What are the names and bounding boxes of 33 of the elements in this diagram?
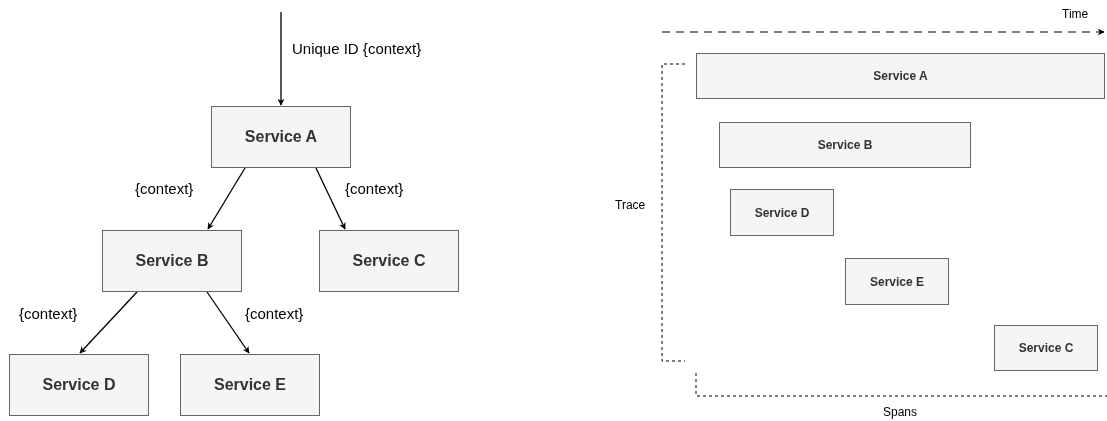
edge-label: {context} — [245, 305, 304, 322]
arrow — [79, 291, 138, 354]
arrow — [206, 291, 250, 354]
service-name: Service A — [873, 69, 928, 83]
service-box — [211, 106, 351, 168]
service-box — [319, 230, 459, 292]
edge-label: Unique ID {context} — [292, 40, 422, 57]
arrow — [315, 167, 346, 230]
service-name: Service C — [1018, 341, 1074, 355]
service-name: Service B — [135, 252, 209, 270]
span-bar — [730, 189, 834, 236]
service-name: Service C — [352, 252, 426, 270]
span-bar — [994, 325, 1098, 371]
span-bar — [696, 53, 1105, 99]
span-bar — [719, 122, 971, 168]
edge-label: {context} — [19, 305, 78, 322]
edge-label: {context} — [345, 180, 404, 197]
service-name: Service E — [869, 274, 924, 289]
arrow — [207, 167, 246, 230]
service-name: Service D — [754, 205, 810, 220]
span-bar — [845, 258, 949, 305]
axis-label: Spans — [883, 405, 918, 419]
service-name: Service B — [817, 138, 873, 152]
service-box — [9, 354, 149, 416]
service-name: Service A — [244, 128, 318, 146]
service-name: Service D — [42, 376, 116, 394]
service-box — [102, 230, 242, 292]
service-box — [180, 354, 320, 416]
axis-label: Time — [1062, 7, 1089, 21]
edge-label: {context} — [135, 180, 194, 197]
arrow — [277, 11, 285, 106]
service-name: Service E — [213, 376, 287, 394]
axis-label: Trace — [615, 198, 646, 212]
